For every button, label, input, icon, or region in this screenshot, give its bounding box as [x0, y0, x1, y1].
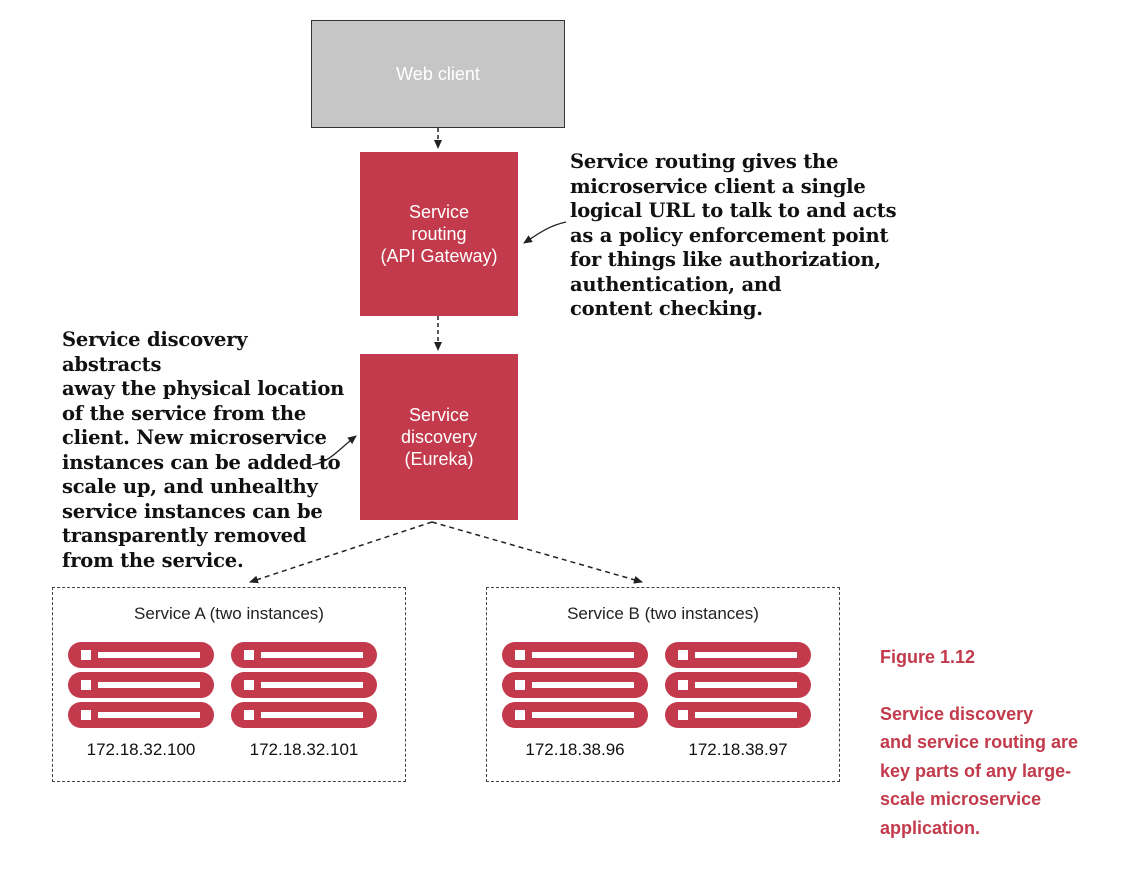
- server-icon: [68, 642, 214, 668]
- service-b-instance-2: 172.18.38.97: [665, 642, 811, 760]
- figure-caption-text: Service discovery and service routing ar…: [880, 703, 1079, 838]
- service-a-instance-2: 172.18.32.101: [231, 642, 377, 760]
- routing-annotation: Service routing gives the microservice c…: [570, 150, 897, 320]
- web-client-box: Web client: [311, 20, 565, 128]
- server-icon: [231, 702, 377, 728]
- arrow-discovery-to-service-b: [431, 521, 643, 584]
- instance-ip: 172.18.32.101: [249, 740, 359, 759]
- server-icon: [502, 672, 648, 698]
- server-icon: [665, 702, 811, 728]
- service-b-instance-1: 172.18.38.96: [502, 642, 648, 760]
- server-icon: [231, 672, 377, 698]
- instance-ip: 172.18.38.97: [688, 740, 788, 759]
- service-a-title: Service A (two instances): [134, 604, 324, 623]
- service-b-title: Service B (two instances): [567, 604, 759, 623]
- callout-pointer-routing: [523, 221, 567, 244]
- server-icon: [665, 672, 811, 698]
- server-icon: [68, 672, 214, 698]
- service-b-group: Service B (two instances) 172.18.38.96 1…: [486, 587, 840, 782]
- service-routing-box: Service routing (API Gateway): [360, 152, 518, 316]
- server-icon: [231, 642, 377, 668]
- server-icon: [502, 702, 648, 728]
- instance-ip: 172.18.32.100: [86, 740, 196, 759]
- instance-ip: 172.18.38.96: [525, 740, 625, 759]
- server-icon: [502, 642, 648, 668]
- service-discovery-box: Service discovery (Eureka): [360, 354, 518, 520]
- discovery-annotation: Service discovery abstracts away the phy…: [62, 328, 345, 572]
- web-client-label: Web client: [396, 64, 480, 84]
- server-icon: [68, 702, 214, 728]
- figure-caption: Figure 1.12 Service discovery and servic…: [880, 614, 1120, 871]
- service-routing-label: Service routing (API Gateway): [380, 202, 498, 266]
- service-a-group: Service A (two instances) 172.18.32.100 …: [52, 587, 406, 782]
- service-a-instance-1: 172.18.32.100: [68, 642, 214, 760]
- server-icon: [665, 642, 811, 668]
- service-discovery-label: Service discovery (Eureka): [400, 405, 478, 469]
- figure-caption-title: Figure 1.12: [880, 646, 976, 667]
